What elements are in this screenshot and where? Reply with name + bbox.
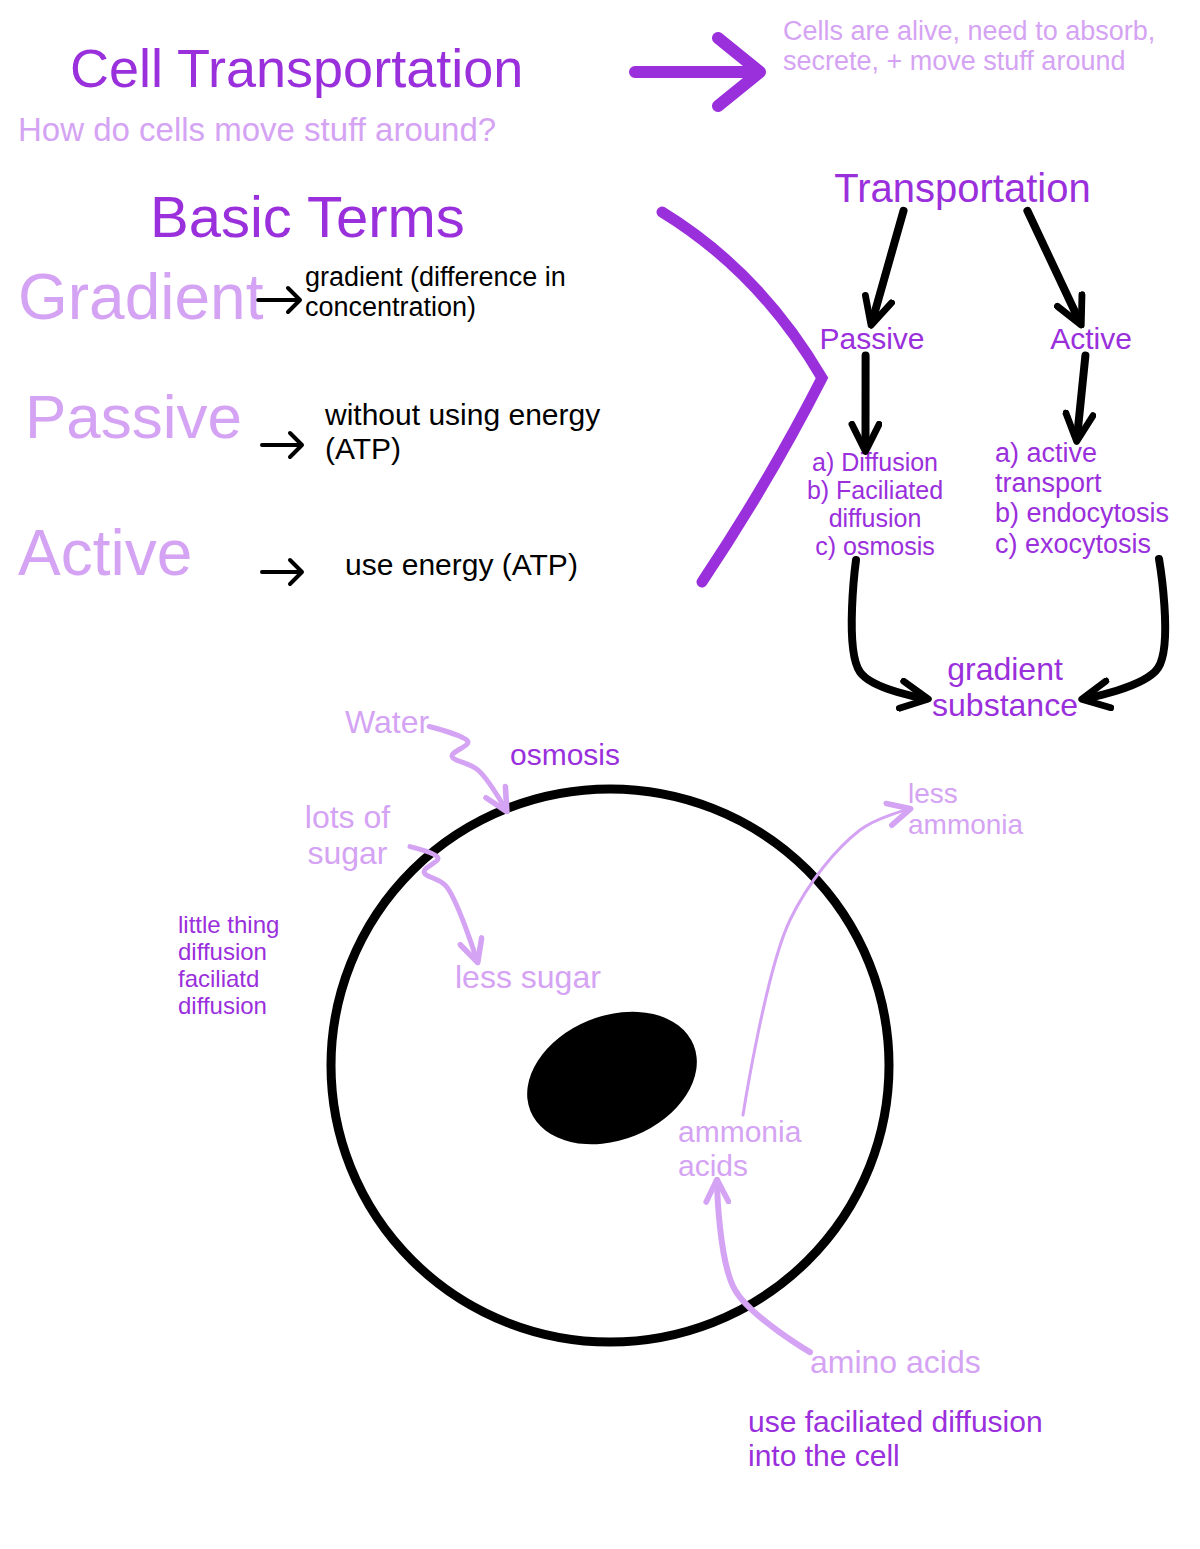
annotation: use faciliated diffusion into the cell bbox=[748, 1405, 1058, 1472]
node-text: gradient substance bbox=[925, 652, 1085, 724]
connector-arrow bbox=[1085, 559, 1165, 699]
term-arrow bbox=[262, 433, 302, 457]
node-text: b) Faciliated diffusion bbox=[780, 476, 970, 532]
substance-label: less ammonia bbox=[908, 778, 1048, 841]
cell-outline bbox=[325, 783, 895, 1348]
substance-label: amino acids bbox=[810, 1345, 981, 1381]
substance-label: Water bbox=[345, 705, 429, 741]
list-node: a) active transportb) endocytosisc) exoc… bbox=[995, 438, 1200, 559]
category-node: Active bbox=[1035, 322, 1147, 356]
category-node: Passive bbox=[808, 322, 936, 356]
term-arrow bbox=[258, 288, 300, 312]
bracket bbox=[662, 212, 822, 582]
term-word: Passive bbox=[25, 382, 242, 451]
node-text: less sugar bbox=[455, 960, 601, 996]
title-text: Cell Transportation bbox=[70, 38, 523, 98]
cell-membrane-outline bbox=[331, 789, 889, 1342]
term-word: Active bbox=[18, 518, 192, 590]
annotation: little thing diffusion faciliatd diffusi… bbox=[178, 912, 343, 1020]
connector-arrow bbox=[1027, 211, 1079, 322]
node-text: Water bbox=[345, 705, 429, 741]
node-text: less ammonia bbox=[908, 778, 1048, 841]
connector-arrow bbox=[743, 809, 908, 1115]
node-text: Transportation bbox=[815, 166, 1110, 211]
term-word: Gradient bbox=[18, 262, 263, 334]
connector-arrow bbox=[862, 356, 870, 448]
connector-arrow bbox=[872, 211, 904, 322]
note-text: Cells are alive, need to absorb, secrete… bbox=[783, 16, 1168, 76]
node-text: c) osmosis bbox=[780, 532, 970, 560]
connector-arrow bbox=[1077, 356, 1085, 438]
term-arrow bbox=[262, 560, 302, 584]
list-node: a) Diffusionb) Faciliated diffusionc) os… bbox=[780, 448, 970, 560]
term-definition: use energy (ATP) bbox=[345, 548, 578, 582]
node-text: amino acids bbox=[810, 1345, 981, 1381]
substance-label: ammonia acids bbox=[678, 1115, 808, 1182]
substance-label: less sugar bbox=[455, 960, 601, 996]
substance-label: lots of sugar bbox=[285, 800, 410, 872]
connector-arrow bbox=[852, 560, 925, 699]
connector-arrow bbox=[429, 726, 505, 809]
node-text: lots of sugar bbox=[285, 800, 410, 872]
category-node: Transportation bbox=[815, 166, 1110, 211]
big-arrow bbox=[635, 38, 760, 106]
cell-membrane: less sugar ammonia acids bbox=[325, 783, 895, 1348]
node-text: a) active transport bbox=[995, 438, 1200, 498]
node-text: ammonia acids bbox=[678, 1115, 808, 1182]
subtitle: How do cells move stuff around? bbox=[18, 112, 496, 149]
node-text: b) endocytosis bbox=[995, 498, 1200, 528]
term-definition: without using energy (ATP) bbox=[325, 398, 665, 465]
node-text: Passive bbox=[808, 322, 936, 356]
node-text: c) exocytosis bbox=[995, 529, 1200, 559]
result-node: gradient substance bbox=[925, 652, 1085, 724]
section-heading: Basic Terms bbox=[150, 185, 465, 250]
node-text: a) Diffusion bbox=[780, 448, 970, 476]
term-definition: gradient (difference in concentration) bbox=[305, 262, 725, 322]
node-text: Active bbox=[1035, 322, 1147, 356]
edge-label: osmosis bbox=[510, 738, 620, 772]
